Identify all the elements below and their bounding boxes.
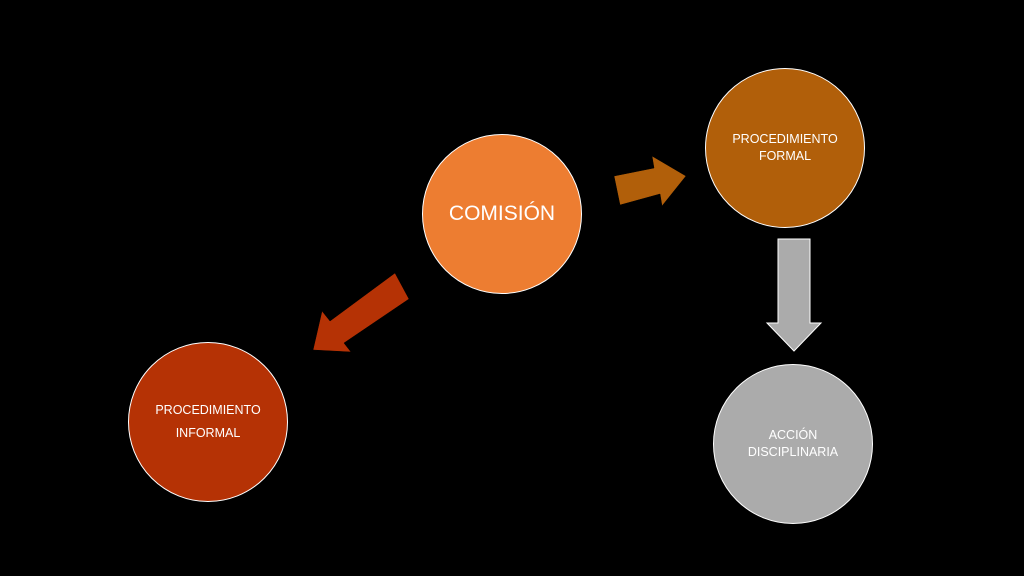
node-accion-line-2: DISCIPLINARIA <box>747 445 839 459</box>
node-informal-line-2: INFORMAL <box>175 426 241 440</box>
arrow-to-formal <box>613 155 687 207</box>
node-formal-line-2: FORMAL <box>758 149 812 163</box>
node-procedimiento-informal: PROCEDIMIENTO INFORMAL <box>128 342 288 502</box>
node-accion-disciplinaria: ACCIÓN DISCIPLINARIA <box>713 364 873 524</box>
node-comision-label: COMISIÓN <box>448 202 556 225</box>
node-informal-line-1: PROCEDIMIENTO <box>155 403 261 417</box>
arrow-to-informal <box>312 272 410 353</box>
node-procedimiento-formal: PROCEDIMIENTO FORMAL <box>705 68 865 228</box>
node-accion-line-1: ACCIÓN <box>768 428 818 442</box>
node-comision: COMISIÓN <box>422 134 582 294</box>
arrow-to-accion <box>765 238 823 352</box>
node-formal-line-1: PROCEDIMIENTO <box>732 132 838 146</box>
